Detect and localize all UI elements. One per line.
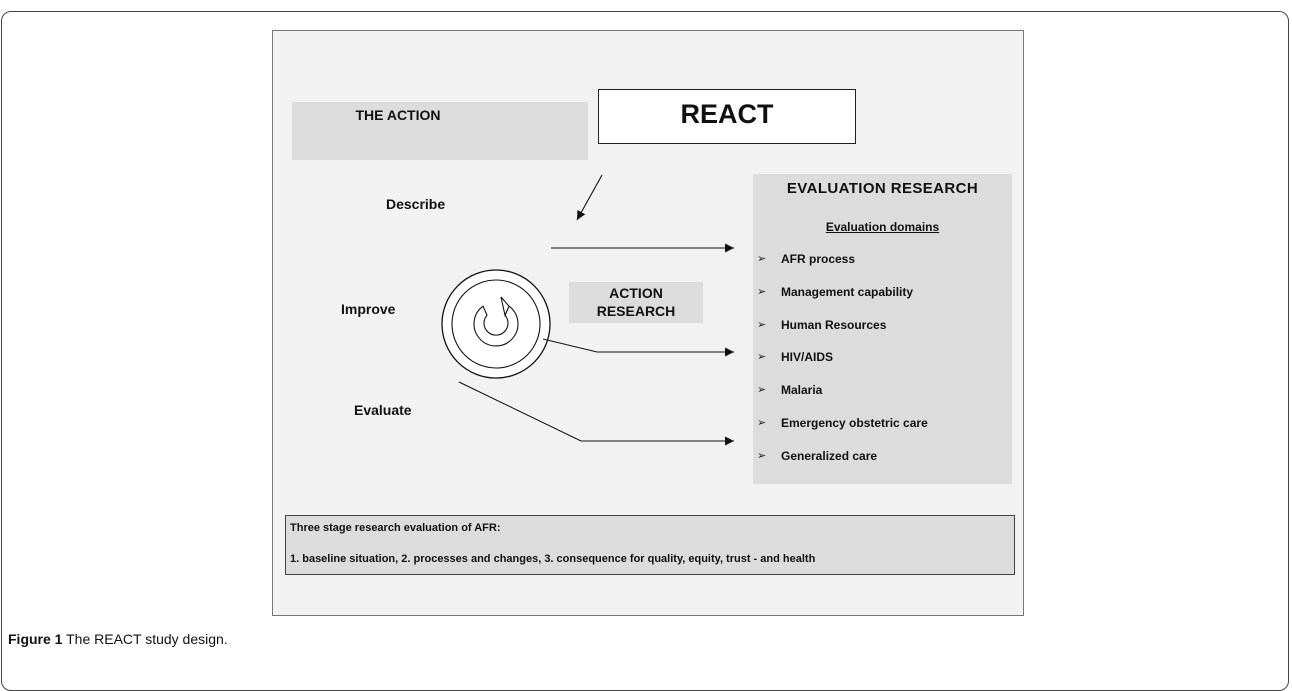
summary-box: Three stage research evaluation of AFR: … [285, 515, 1015, 575]
list-item: ➢ Malaria [753, 383, 1012, 416]
figure-caption: Figure 1 The REACT study design. [8, 631, 228, 647]
action-research-line2: RESEARCH [596, 303, 676, 319]
cycle-to-hiv-aids-arrow [542, 338, 734, 357]
domain-label: HIV/AIDS [781, 350, 834, 365]
list-item: ➢ HIV/AIDS [753, 350, 1012, 383]
list-item: ➢ Generalized care [753, 449, 1012, 482]
arrow-bullet-icon: ➢ [757, 449, 767, 462]
list-item: ➢ Management capability [753, 285, 1012, 318]
evaluation-domains-heading: Evaluation domains [825, 220, 940, 234]
the-action-label: THE ACTION [355, 107, 441, 123]
domain-label: Emergency obstetric care [781, 415, 928, 430]
caption-label: Figure 1 [8, 631, 63, 647]
stage-describe: Describe [386, 196, 446, 212]
arrow-bullet-icon: ➢ [757, 416, 767, 429]
summary-heading: Three stage research evaluation of AFR: [290, 522, 501, 534]
evaluation-domains-list: ➢ AFR process ➢ Management capability ➢ Hum… [753, 252, 1012, 482]
diagram-connectors [441, 174, 734, 446]
react-to-cycle-arrow [576, 174, 603, 221]
the-action-box [292, 102, 588, 160]
stage-evaluate: Evaluate [354, 402, 412, 418]
arrow-bullet-icon: ➢ [757, 351, 767, 364]
cycle-icon [441, 269, 551, 379]
list-item: ➢ Emergency obstetric care [753, 416, 1012, 449]
arrow-bullet-icon: ➢ [757, 318, 767, 331]
action-research-label: ACTION RESEARCH [569, 284, 703, 320]
evaluation-research-box [753, 174, 1012, 484]
domain-label: AFR process [781, 252, 856, 266]
domain-label: Management capability [781, 284, 914, 299]
action-research-line1: ACTION [609, 285, 663, 301]
react-label: REACT [680, 99, 774, 129]
action-research-box [569, 282, 703, 323]
list-item: ➢ Human Resources [753, 318, 1012, 351]
arrow-bullet-icon: ➢ [757, 285, 767, 298]
caption-text: The REACT study design. [62, 631, 228, 647]
domain-label: Human Resources [781, 317, 887, 332]
evaluate-to-obstetric-care-arrow [458, 381, 734, 446]
summary-stages: 1. baseline situation, 2. processes and … [290, 553, 816, 565]
arrow-bullet-icon: ➢ [757, 253, 767, 265]
domain-label: Generalized care [781, 448, 878, 463]
list-item: ➢ AFR process [753, 252, 1012, 285]
stage-improve: Improve [341, 301, 396, 317]
evaluation-research-title: EVALUATION RESEARCH [786, 180, 979, 197]
arrow-bullet-icon: ➢ [757, 384, 767, 397]
react-box: REACT [598, 89, 856, 144]
domain-label: Malaria [781, 383, 823, 398]
